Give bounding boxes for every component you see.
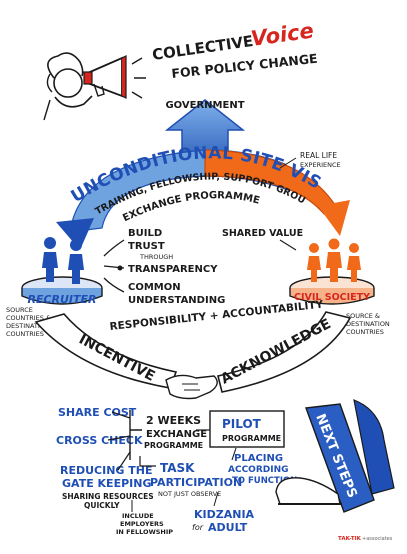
acknowledge-band: ACKNOWLEDGE bbox=[217, 311, 352, 393]
next-steps: NEXT STEPS bbox=[275, 399, 395, 513]
not-just-label: NOT JUST OBSERVE bbox=[158, 490, 221, 498]
for-label: for bbox=[192, 523, 204, 532]
speaker-figure bbox=[43, 52, 93, 121]
include-label-2: EMPLOYERS bbox=[120, 520, 164, 528]
civil-society-label: CIVIL SOCIETY bbox=[294, 292, 370, 303]
credit-brand: TAK-TIK bbox=[338, 536, 362, 542]
credit-suffix: +associates bbox=[362, 536, 393, 542]
handshake-icon bbox=[165, 374, 218, 400]
build-label: BUILD bbox=[128, 228, 162, 239]
include-label-3: IN FELLOWSHIP bbox=[116, 528, 173, 536]
recruiter-label: RECRUITER bbox=[27, 293, 96, 306]
participation-label: PARTICIPATION bbox=[150, 476, 242, 489]
understanding-label: UNDERSTANDING bbox=[128, 295, 225, 306]
reducing-label-2: GATE KEEPING bbox=[62, 477, 151, 490]
quickly-label: QUICKLY bbox=[84, 501, 120, 510]
common-label: COMMON bbox=[128, 282, 181, 293]
transparency-label: TRANSPARENCY bbox=[128, 264, 218, 275]
pilot-box bbox=[209, 410, 285, 448]
trust-label: TRUST bbox=[128, 241, 165, 252]
real-life-line-2: EXPERIENCE bbox=[300, 161, 341, 169]
real-life-note: REAL LIFE EXPERIENCE bbox=[279, 151, 341, 169]
arc-left-arrowhead bbox=[56, 218, 94, 250]
adult-label: ADULT bbox=[208, 521, 248, 534]
placing-label: PLACING bbox=[234, 453, 283, 464]
reducing-label-1: REDUCING THE bbox=[60, 464, 153, 477]
center-notes: BUILD TRUST THROUGH TRANSPARENCY COMMON … bbox=[103, 228, 324, 333]
pilot-programme-label: PROGRAMME bbox=[222, 434, 281, 443]
civil-society-figures bbox=[307, 238, 361, 282]
recruiter-source-4: COUNTRIES bbox=[6, 330, 44, 338]
recruiter-source-2: COUNTRIES & bbox=[6, 314, 51, 322]
kidzania-label: KIDZANIA bbox=[194, 508, 255, 521]
civil-source-1: SOURCE & bbox=[346, 312, 380, 320]
civil-source-2: DESTINATION bbox=[346, 320, 390, 328]
two-weeks-label: 2 WEEKS bbox=[146, 414, 201, 427]
header-title: COLLECTIVE Voice FOR POLICY CHANGE bbox=[151, 18, 318, 81]
share-cost-label: SHARE COST bbox=[58, 406, 137, 419]
exchange-label: EXCHANGE bbox=[146, 429, 207, 440]
government-label: GOVERNMENT bbox=[165, 100, 244, 111]
sharing-label: SHARING RESOURCES bbox=[62, 492, 154, 501]
recruiter-source-1: SOURCE bbox=[6, 306, 33, 314]
shared-value-label: SHARED VALUE bbox=[222, 228, 303, 239]
include-label-1: INCLUDE bbox=[122, 512, 154, 520]
civil-society-group: CIVIL SOCIETY SOURCE & DESTINATION COUNT… bbox=[289, 238, 390, 336]
recruiter-source-3: DESTINATION bbox=[6, 322, 50, 330]
programme-label: PROGRAMME bbox=[144, 441, 203, 450]
pilot-label: PILOT bbox=[222, 417, 262, 431]
credit: TAK-TIK +associates bbox=[338, 536, 393, 542]
arc-right-arrowhead bbox=[318, 200, 350, 236]
civil-source-3: COUNTRIES bbox=[346, 328, 384, 336]
title-voice: Voice bbox=[249, 18, 315, 51]
recruiter-figures bbox=[42, 237, 84, 284]
real-life-line-1: REAL LIFE bbox=[300, 151, 337, 160]
according-label: ACCORDING bbox=[228, 465, 289, 475]
to-function-label: TO FUNCTION bbox=[232, 476, 297, 486]
through-label: THROUGH bbox=[139, 253, 173, 261]
megaphone-icon bbox=[83, 55, 146, 99]
recruiter-group: RECRUITER SOURCE COUNTRIES & DESTINATION… bbox=[6, 237, 103, 338]
task-label: TASK bbox=[160, 461, 195, 475]
shoe-icon bbox=[275, 477, 341, 505]
bottom-notes: SHARE COST CROSS CHECK REDUCING THE GATE… bbox=[56, 406, 297, 536]
